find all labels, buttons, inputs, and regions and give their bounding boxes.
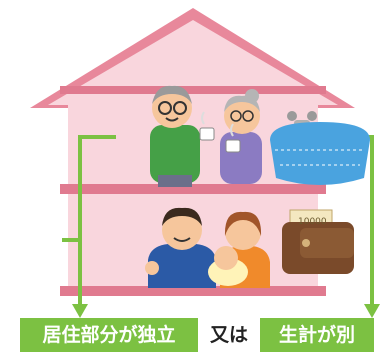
label-or: 又は: [209, 324, 248, 346]
house-eave: [60, 86, 326, 94]
teacup-right: [225, 123, 241, 153]
label-independent-living: 居住部分が独立: [20, 318, 198, 352]
left-arrow: [62, 135, 116, 306]
grandfather: [150, 85, 200, 187]
house-foundation: [60, 286, 326, 296]
wallet-note-value: 10000: [298, 217, 327, 227]
left-arrow-head: [72, 304, 88, 318]
coin-purse-icon: [270, 111, 370, 185]
label-separate-finances: 生計が別: [260, 318, 374, 352]
father: [145, 207, 216, 288]
baby: [208, 246, 248, 286]
floor-divider: [60, 184, 326, 194]
wallet-icon: [282, 209, 354, 274]
house: [30, 8, 355, 296]
right-arrow-head: [364, 304, 380, 318]
teacup-left: [199, 111, 215, 141]
